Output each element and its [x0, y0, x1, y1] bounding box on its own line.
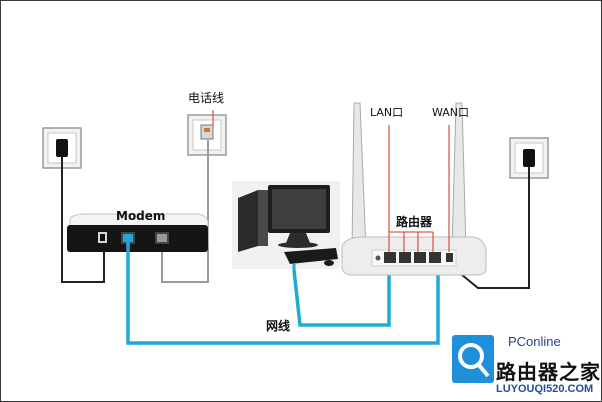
- power-cables: [61, 157, 530, 289]
- power-outlet-right-icon: [509, 137, 549, 179]
- lan-port-label: LAN口: [370, 106, 404, 119]
- network-cables: [126, 240, 440, 345]
- watermark-site-title: 路由器之家: [496, 360, 601, 384]
- logo-icon: [452, 335, 494, 383]
- network-cable-label: 网线: [266, 319, 291, 333]
- desktop-computer: [232, 181, 340, 270]
- phone-line-label: 电话线: [188, 91, 225, 105]
- modem-label: Modem: [116, 209, 166, 223]
- router-label: 路由器: [396, 215, 433, 229]
- watermark-brand: PConline: [508, 334, 561, 349]
- phone-cable: [161, 140, 209, 283]
- modem-device: [67, 213, 209, 252]
- watermark-url: LUYOUQI520.COM: [496, 383, 594, 395]
- port-markers: [212, 110, 450, 252]
- router-device: [341, 102, 487, 276]
- wan-port-label: WAN口: [432, 106, 470, 119]
